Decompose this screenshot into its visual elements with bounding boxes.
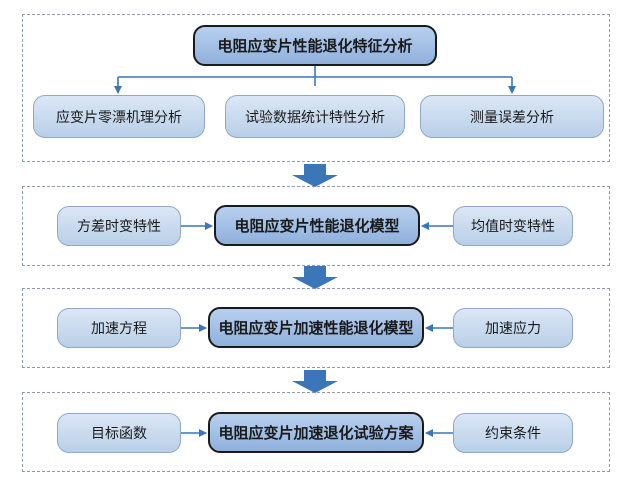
side-box-objective-function: 目标函数 [57, 413, 181, 453]
down-arrow-3 [292, 370, 338, 393]
child-box-zero-drift: 应变片零漂机理分析 [33, 95, 205, 138]
side-box-constraints: 约束条件 [453, 413, 573, 453]
side-box-acceleration-equation: 加速方程 [57, 308, 181, 348]
child-box-statistics: 试验数据统计特性分析 [225, 95, 405, 138]
side-box-variance: 方差时变特性 [57, 206, 181, 246]
side-box-acceleration-stress: 加速应力 [453, 308, 573, 348]
side-box-mean: 均值时变特性 [453, 206, 573, 246]
down-arrow-2 [292, 266, 338, 289]
main-box-feature-analysis: 电阻应变片性能退化特征分析 [193, 25, 437, 66]
main-box-test-plan: 电阻应变片加速退化试验方案 [208, 412, 424, 453]
section-feature-analysis [22, 14, 610, 162]
child-box-measurement-error: 测量误差分析 [420, 95, 604, 138]
down-arrow-1 [292, 164, 338, 187]
main-box-degradation-model: 电阻应变片性能退化模型 [214, 205, 420, 246]
main-box-accelerated-model: 电阻应变片加速性能退化模型 [208, 307, 424, 348]
